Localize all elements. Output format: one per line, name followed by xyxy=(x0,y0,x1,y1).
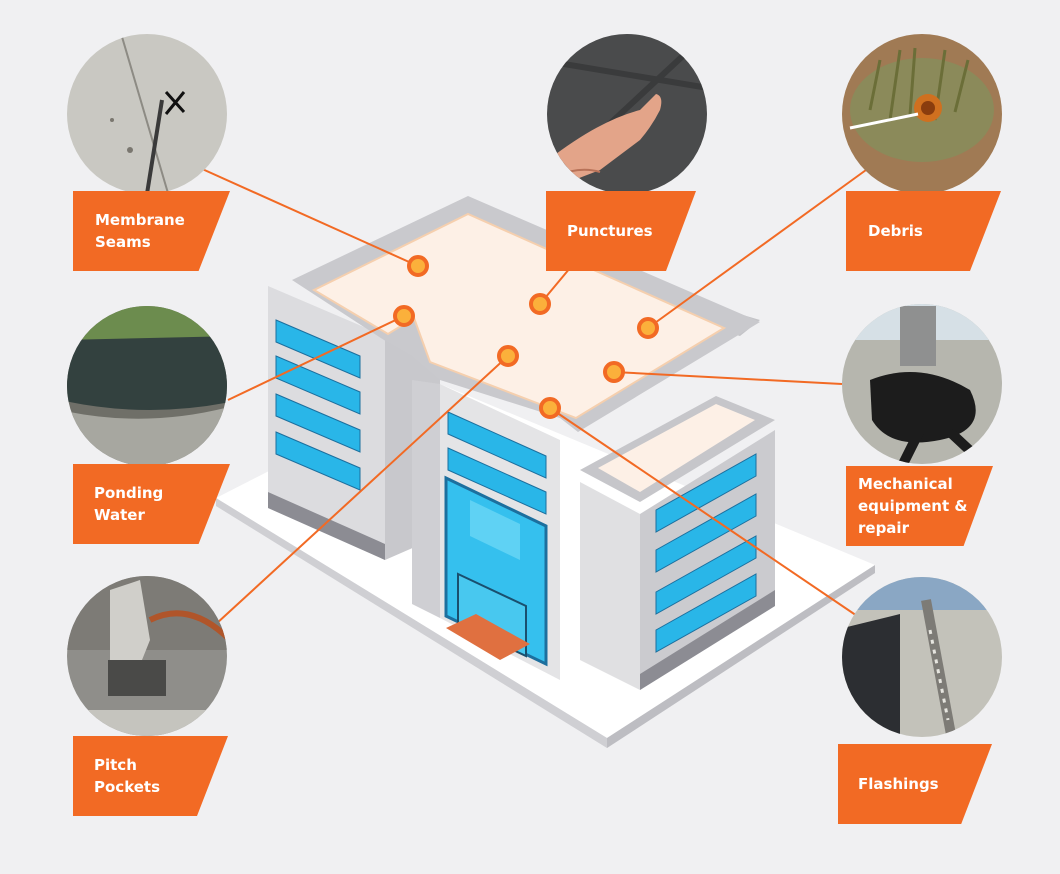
label-punctures: Punctures xyxy=(546,191,696,271)
connector-membrane-seams xyxy=(199,167,419,267)
finger-pointing-puncture-photo-icon xyxy=(547,34,707,194)
right-wing-roof-top xyxy=(598,404,755,492)
roof-markers xyxy=(393,255,659,419)
right-wing-front xyxy=(580,482,640,690)
ground-slab-edge xyxy=(216,498,607,748)
connector-ponding-water xyxy=(227,315,405,401)
vent-stack-tar-patch-photo-icon xyxy=(842,304,1002,464)
left-wing-base xyxy=(268,492,385,560)
label-membrane-seams: Membrane Seams xyxy=(73,191,230,271)
marker-flashings xyxy=(539,397,561,419)
left-wing-windows xyxy=(275,319,361,491)
drain-with-grass-debris-photo-icon xyxy=(842,34,1002,194)
central-block-left xyxy=(412,380,440,618)
connector-mechanical xyxy=(613,371,843,385)
glass-entrance-reflection xyxy=(470,500,520,560)
water-pooling-roof-photo-icon xyxy=(67,306,227,466)
ground-slab-edge-right xyxy=(607,565,875,748)
marker-membrane-seams xyxy=(407,255,429,277)
marker-mechanical xyxy=(603,361,625,383)
marker-ponding-water xyxy=(393,305,415,327)
flashing-seam-photo-icon xyxy=(842,577,1002,737)
building-illustration xyxy=(216,196,875,748)
marker-debris xyxy=(637,317,659,339)
pipe-pitch-pocket-photo-icon xyxy=(67,576,227,736)
marker-punctures xyxy=(529,293,551,315)
central-block-windows xyxy=(447,411,547,515)
marker-pitch-pockets xyxy=(497,345,519,367)
label-mechanical: Mechanical equipment & repair xyxy=(846,466,993,546)
label-flashings: Flashings xyxy=(838,744,992,824)
connector-pitch-pockets xyxy=(215,355,509,625)
seam-crack-photo-icon xyxy=(67,34,227,194)
connector-flashings xyxy=(549,407,867,623)
right-wing-windows xyxy=(655,453,757,653)
entrance-mat xyxy=(446,614,530,660)
right-wing-base xyxy=(640,590,775,690)
connector-debris xyxy=(647,169,867,329)
